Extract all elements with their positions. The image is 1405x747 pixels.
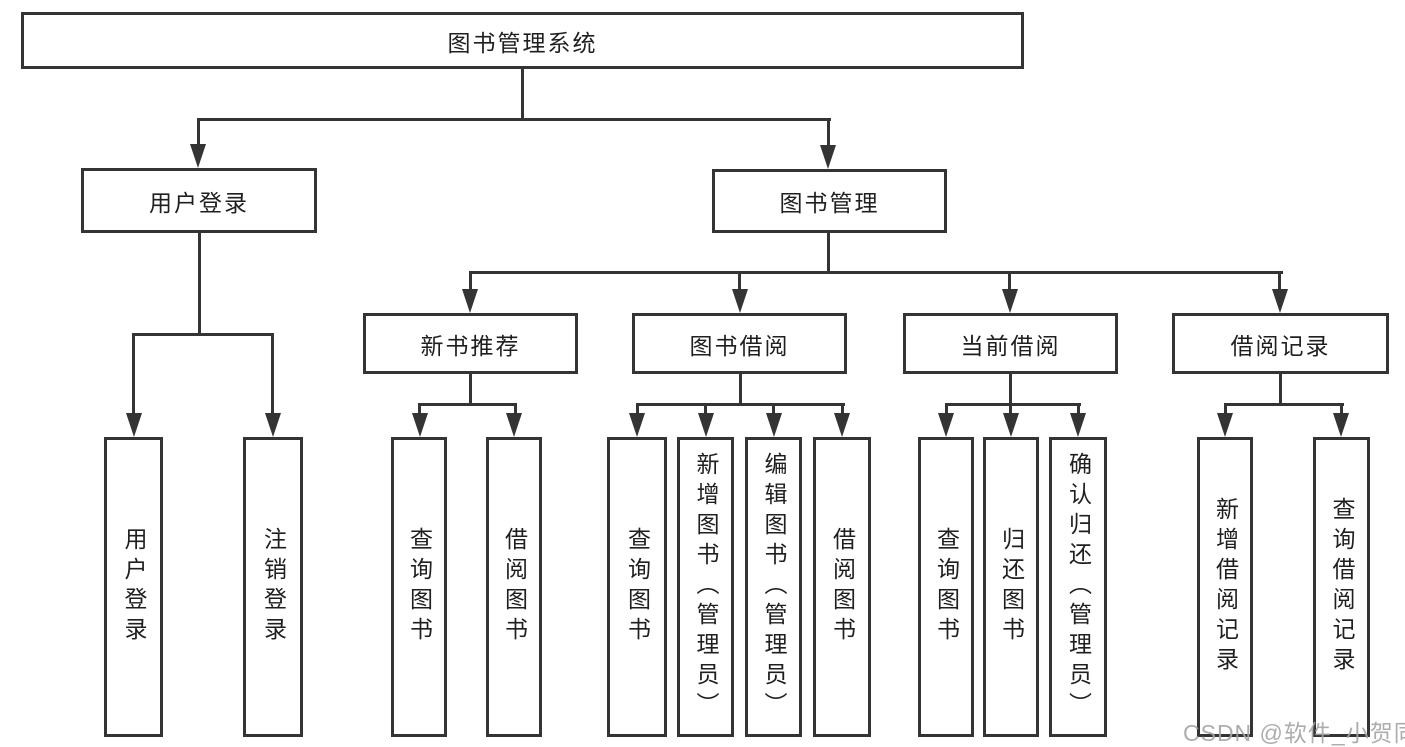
connector-line	[945, 403, 948, 416]
arrow-down-icon	[834, 413, 850, 437]
leaf-query-current-books: 查询图书	[918, 437, 974, 737]
arrow-down-icon	[698, 413, 714, 437]
arrow-down-icon	[506, 413, 522, 437]
leaf-borrow-books: 借阅图书	[813, 437, 871, 737]
leaf-label: 查询借阅记录	[1329, 497, 1355, 677]
connector-line	[271, 333, 274, 415]
arrow-down-icon	[732, 289, 748, 313]
node-book-management: 图书管理	[712, 169, 947, 233]
connector-line	[945, 403, 1081, 406]
connector-line	[1224, 403, 1227, 416]
arrow-down-icon	[265, 413, 281, 437]
connector-line	[418, 403, 421, 416]
arrow-down-icon	[1272, 289, 1288, 313]
leaf-confirm-return-admin: 确认归还（管理员）	[1049, 437, 1107, 737]
leaf-label: 新增图书（管理员）	[693, 452, 719, 722]
node-book-borrow: 图书借阅	[632, 313, 847, 374]
arrow-down-icon	[412, 413, 428, 437]
leaf-edit-books-admin: 编辑图书（管理员）	[745, 437, 802, 737]
arrow-down-icon	[1003, 413, 1019, 437]
leaf-add-books-admin: 新增图书（管理员）	[677, 437, 734, 737]
leaf-label: 注销登录	[260, 527, 287, 647]
csdn-watermark: CSDN @软件_小贺同学	[1183, 720, 1405, 746]
connector-line	[1008, 271, 1011, 291]
leaf-query-books-recommend: 查询图书	[391, 437, 447, 737]
leaf-label: 编辑图书（管理员）	[761, 452, 787, 722]
leaf-label: 查询图书	[406, 527, 433, 647]
connector-line	[1009, 403, 1012, 416]
arrow-down-icon	[1002, 289, 1018, 313]
arrow-down-icon	[1333, 413, 1349, 437]
connector-line	[772, 403, 775, 416]
connector-line	[1009, 373, 1012, 406]
leaf-borrow-books-recommend: 借阅图书	[486, 437, 542, 737]
leaf-label: 查询图书	[624, 527, 651, 647]
leaf-label: 用户登录	[121, 527, 147, 647]
connector-line	[636, 403, 639, 416]
connector-line	[827, 232, 830, 274]
leaf-query-books: 查询图书	[607, 437, 667, 737]
leaf-label: 查询图书	[933, 527, 960, 647]
connector-line	[469, 373, 472, 406]
arrow-down-icon	[126, 413, 142, 437]
connector-line	[738, 271, 741, 291]
connector-line	[469, 271, 1283, 274]
node-new-book-recommend: 新书推荐	[363, 313, 578, 374]
arrow-down-icon	[1070, 413, 1086, 437]
arrow-down-icon	[766, 413, 782, 437]
connector-line	[132, 333, 135, 415]
node-borrow-record: 借阅记录	[1172, 313, 1389, 374]
connector-line	[827, 118, 830, 148]
leaf-add-borrow-record: 新增借阅记录	[1197, 437, 1253, 737]
leaf-return-books: 归还图书	[983, 437, 1039, 737]
connector-line	[197, 118, 831, 121]
connector-line	[704, 403, 707, 416]
connector-line	[636, 403, 845, 406]
connector-line	[521, 68, 524, 120]
arrow-down-icon	[820, 145, 836, 169]
node-current-borrow: 当前借阅	[903, 313, 1118, 374]
connector-line	[1224, 403, 1344, 406]
arrow-down-icon	[938, 413, 954, 437]
node-library-system: 图书管理系统	[21, 12, 1024, 69]
connector-line	[841, 403, 844, 416]
connector-line	[739, 373, 742, 406]
connector-line	[197, 118, 200, 148]
connector-line	[1278, 271, 1281, 291]
leaf-label: 新增借阅记录	[1212, 497, 1239, 677]
connector-line	[469, 271, 472, 291]
leaf-query-borrow-record: 查询借阅记录	[1313, 437, 1370, 737]
leaf-label: 借阅图书	[501, 527, 528, 647]
connector-line	[514, 403, 517, 416]
node-user-login: 用户登录	[81, 168, 317, 233]
leaf-user-login: 用户登录	[104, 437, 163, 737]
arrow-down-icon	[629, 413, 645, 437]
arrow-down-icon	[190, 144, 206, 168]
leaf-label: 归还图书	[998, 527, 1025, 647]
connector-line	[198, 232, 201, 336]
leaf-label: 确认归还（管理员）	[1065, 452, 1092, 722]
arrow-down-icon	[462, 289, 478, 313]
leaf-label: 借阅图书	[829, 527, 856, 647]
connector-line	[1279, 373, 1282, 406]
connector-line	[132, 333, 274, 336]
arrow-down-icon	[1217, 413, 1233, 437]
connector-line	[1077, 403, 1080, 416]
connector-line	[1340, 403, 1343, 416]
leaf-logout: 注销登录	[243, 437, 303, 737]
connector-line	[418, 403, 517, 406]
